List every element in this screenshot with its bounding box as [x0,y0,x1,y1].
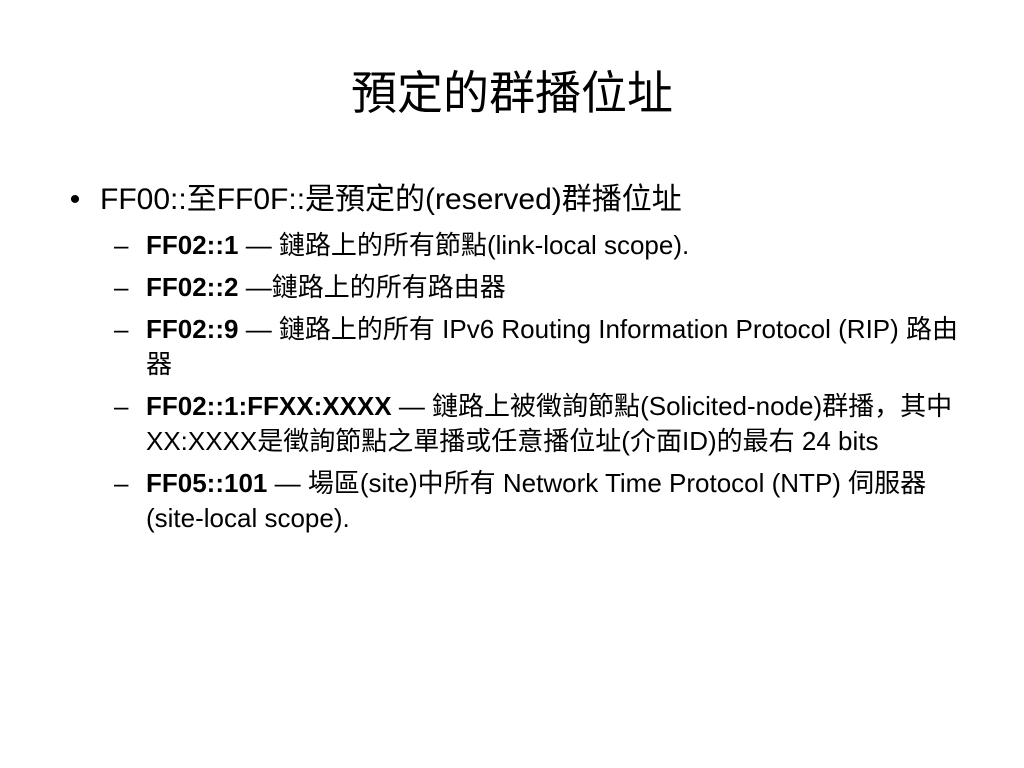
address: FF02::1 [146,230,239,260]
description-cjk: 鏈路上被徵詢節點 [432,392,641,422]
slide-content: • FF00::至FF0F::是預定的(reserved)群播位址 – FF02… [60,180,970,542]
description-text-3: ( [621,426,630,456]
sub-item-marker: – [114,314,129,344]
em-dash: — [238,314,279,344]
bullet-text-part6: 群播位址 [561,182,682,217]
description-cjk-5: 的最右 [716,427,795,457]
bullet-text-part1: FF00:: [100,183,187,216]
sub-item-ff02-2: – FF02::2 —鏈路上的所有路由器 [60,270,970,305]
description-text-3: (site-local scope). [146,503,350,533]
description-text: (site) [359,468,418,498]
description-cjk-3: 是徵詢節點之單播或任意播位址 [257,427,622,457]
description-cjk: 鏈路上的所有節點 [278,231,487,261]
address: FF05::101 [146,468,268,498]
sub-item-ff02-1: – FF02::1 — 鏈路上的所有節點(link-local scope). [60,228,970,263]
sub-item-ff05-101: – FF05::101 — 場區(site)中所有 Network Time P… [60,466,970,535]
em-dash: — [238,230,279,260]
description-cjk-2: 群播，其中 [822,392,953,422]
address: FF02::2 [146,272,239,302]
description-cjk-2: 路由器 [146,315,959,380]
sub-item-marker: – [114,272,129,302]
address: FF02::1:FFXX:XXXX [146,391,392,421]
description-text: (Solicited-node) [640,391,823,421]
description-text: IPv6 Routing Information Protocol (RIP) [434,314,907,344]
em-dash: — [238,272,272,302]
description-text-5: 24 bits [794,426,879,456]
sub-item-marker: – [114,391,129,421]
description-cjk-3: 伺服器 [848,469,927,499]
sub-item-solicited-node: – FF02::1:FFXX:XXXX — 鏈路上被徵詢節點(Solicited… [60,389,970,459]
em-dash: — [267,468,308,498]
em-dash: — [391,391,433,421]
description-text-2: Network Time Protocol (NTP) [495,468,849,498]
sub-item-marker: – [114,468,129,498]
description-text: (link-local scope). [486,230,690,260]
description-cjk: 鏈路上的所有 [278,315,435,345]
bullet-marker: • [69,183,81,216]
bullet-text-part2: 至 [186,182,217,217]
description-text-4: ID) [681,426,717,456]
description-cjk-4: 介面 [629,427,682,457]
description-text-2: XX:XXXX [146,426,258,456]
bullet-text-part3: FF0F:: [216,183,306,216]
bullet-text-part4: 是預定的 [305,182,426,217]
sub-item-ff02-9: – FF02::9 — 鏈路上的所有 IPv6 Routing Informat… [60,312,970,382]
description-cjk-2: 中所有 [417,469,496,499]
description-cjk: 鏈路上的所有路由器 [271,273,506,303]
address: FF02::9 [146,314,239,344]
description-cjk: 場區 [307,469,360,499]
bullet-text-part5: (reserved) [425,183,562,216]
sub-item-marker: – [114,230,129,260]
bullet-reserved-range: • FF00::至FF0F::是預定的(reserved)群播位址 [60,180,970,220]
slide-title: 預定的群播位址 [351,66,673,120]
